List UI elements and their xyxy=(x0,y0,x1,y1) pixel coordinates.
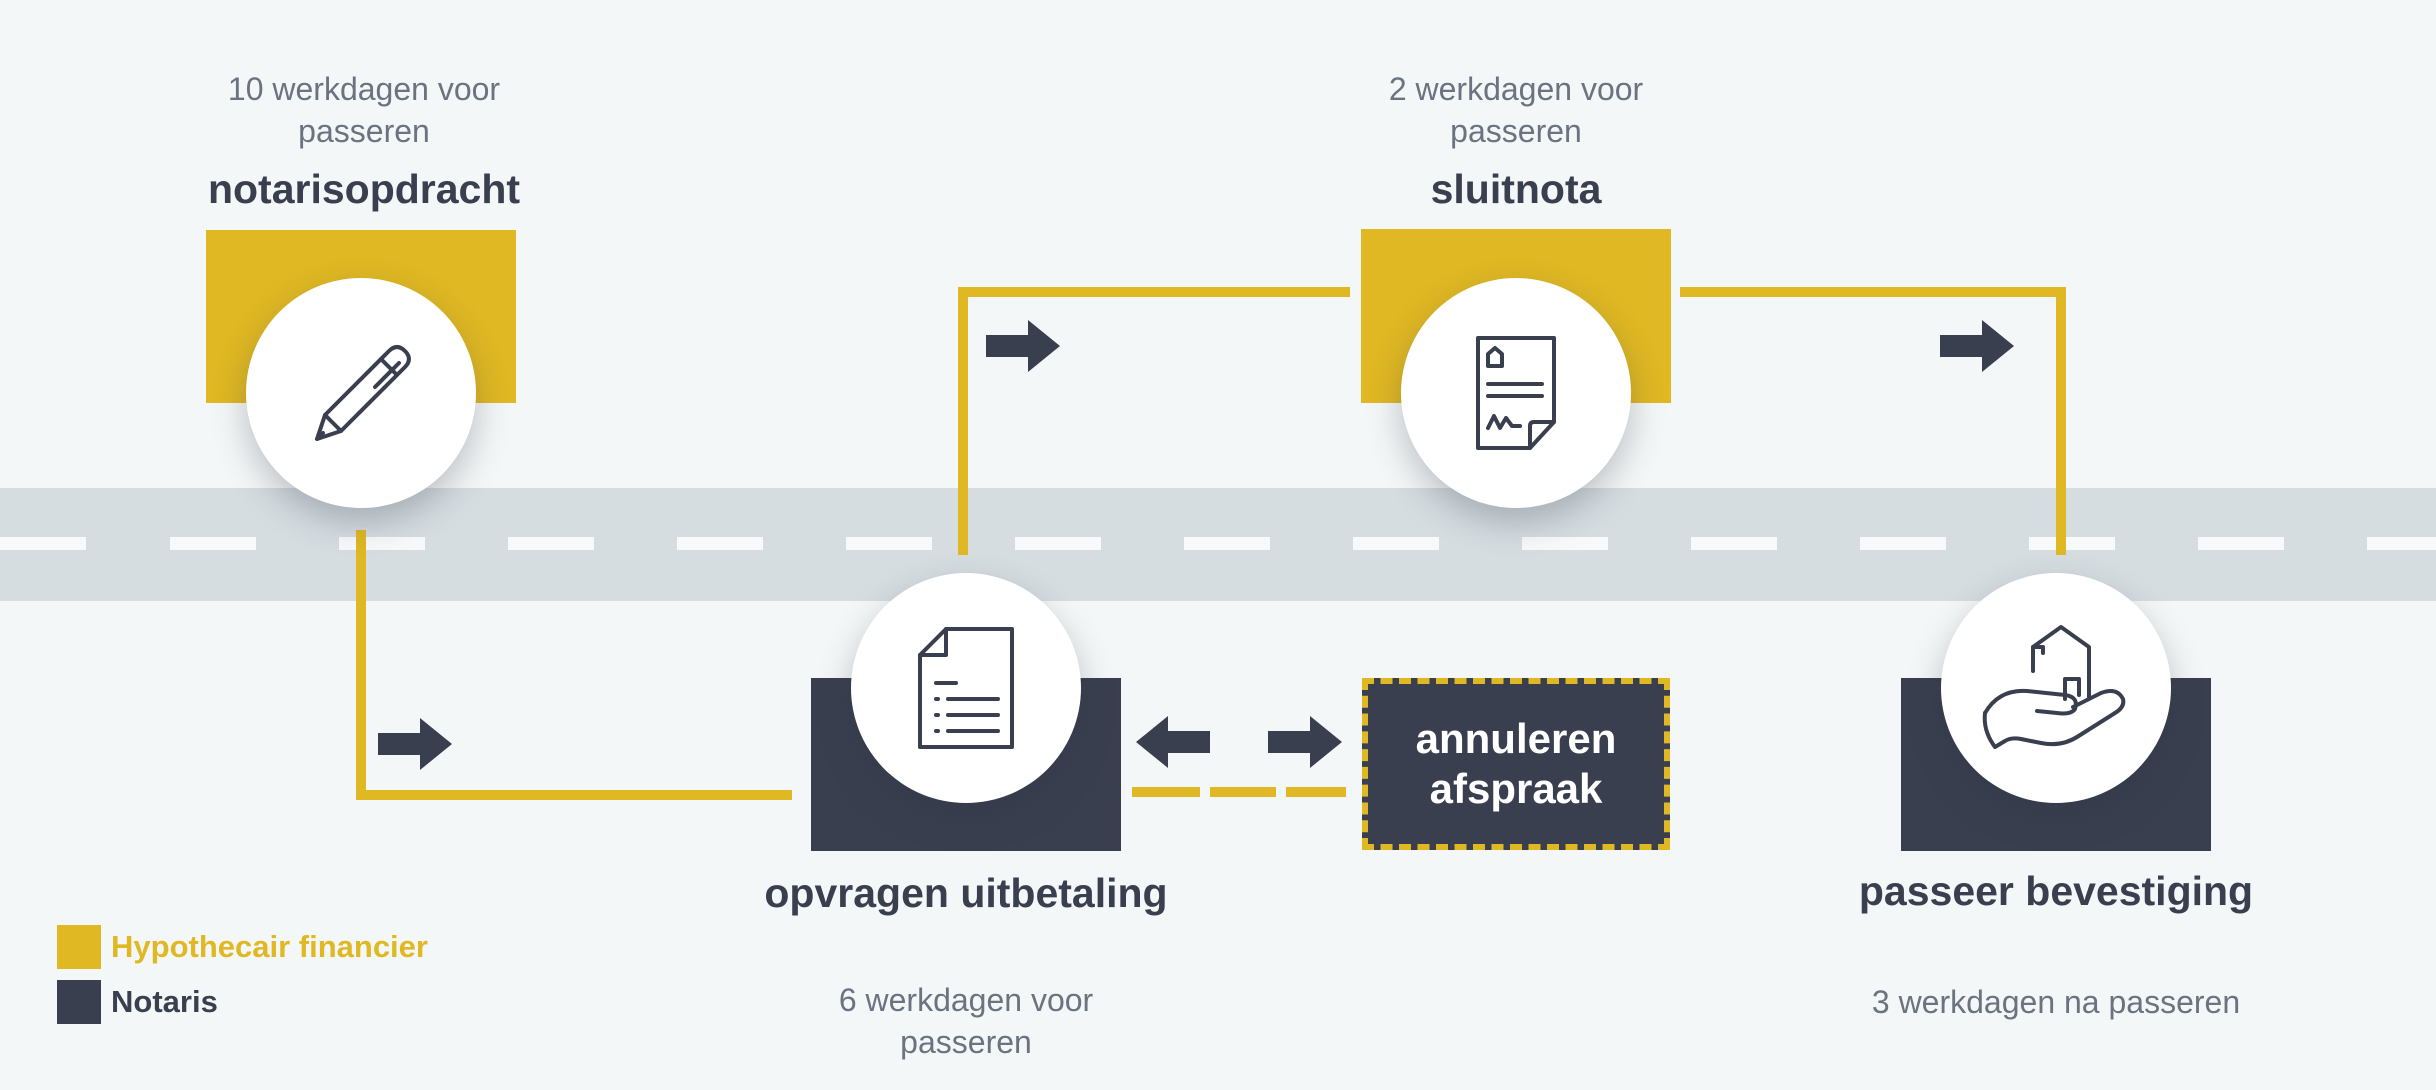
step-title: passeer bevestiging xyxy=(1858,868,2254,914)
arrow-right-icon xyxy=(1940,318,2016,374)
step-title: notarisopdracht xyxy=(207,166,521,212)
step-icon-circle xyxy=(851,573,1081,803)
legend-swatch-notaris xyxy=(57,980,101,1024)
road-dash xyxy=(2029,537,2115,550)
arrow-right-icon xyxy=(1268,714,1344,770)
step-timing: 2 werkdagen voor passeren xyxy=(1388,71,1644,149)
road-dash xyxy=(170,537,256,550)
connector-line xyxy=(2056,287,2066,555)
road-dash xyxy=(1860,537,1946,550)
arrow-right-icon xyxy=(986,318,1062,374)
step-title: opvragen uitbetaling xyxy=(764,870,1168,916)
road-dash xyxy=(846,537,932,550)
arrow-left-icon xyxy=(1134,714,1210,770)
hand-house-icon xyxy=(1982,625,2126,749)
road-dash xyxy=(1015,537,1101,550)
step-icon-circle xyxy=(246,278,476,508)
step-title: sluitnota xyxy=(1430,166,1602,212)
connector-line xyxy=(356,530,366,800)
road-dash xyxy=(0,537,86,550)
road-dash xyxy=(677,537,763,550)
document-list-icon xyxy=(918,627,1014,749)
connector-line xyxy=(958,287,968,555)
connector-dash xyxy=(1210,787,1276,797)
arrow-right-icon xyxy=(378,716,454,772)
legend-label-financier: Hypothecair financier xyxy=(111,929,428,964)
road-dash xyxy=(1353,537,1439,550)
connector-line xyxy=(958,287,1350,297)
step-timing: 3 werkdagen na passeren xyxy=(1871,984,2241,1020)
step-icon-circle xyxy=(1401,278,1631,508)
road-dash xyxy=(1184,537,1270,550)
connector-dash xyxy=(1132,787,1200,797)
pen-icon xyxy=(315,345,411,441)
road-dash xyxy=(508,537,594,550)
connector-line xyxy=(356,790,792,800)
legend-label-notaris: Notaris xyxy=(111,984,218,1019)
signed-document-icon xyxy=(1476,336,1556,450)
cancel-line-2: afspraak xyxy=(1429,765,1603,812)
road-dash xyxy=(1691,537,1777,550)
road-dash xyxy=(2367,537,2436,550)
step-icon-circle xyxy=(1941,573,2171,803)
road-dash xyxy=(1522,537,1608,550)
step-timing: 10 werkdagen voor passeren xyxy=(227,71,501,149)
cancel-appointment-box: annuleren afspraak xyxy=(1362,678,1670,850)
cancel-line-1: annuleren xyxy=(1415,715,1617,762)
connector-dash xyxy=(1286,787,1346,797)
step-timing: 6 werkdagen voor passeren xyxy=(838,982,1094,1060)
connector-line xyxy=(1680,287,2066,297)
legend-swatch-financier xyxy=(57,925,101,969)
road-dash xyxy=(339,537,425,550)
road-dash xyxy=(2198,537,2284,550)
